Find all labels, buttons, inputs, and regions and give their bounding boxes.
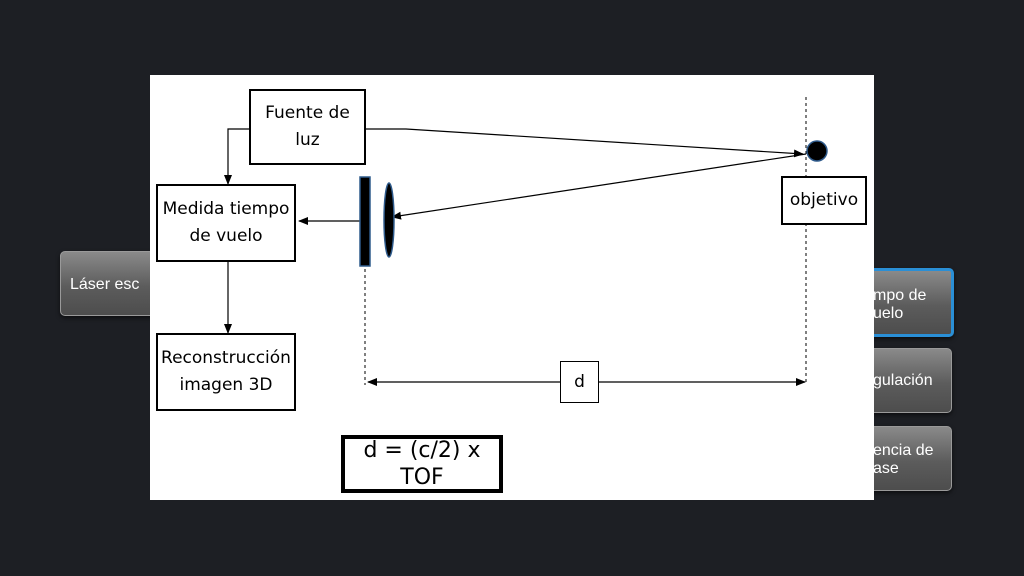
tile-label: Láser esc bbox=[70, 276, 140, 293]
distance-label: d bbox=[574, 371, 585, 392]
target-label: objetivo bbox=[789, 190, 859, 210]
time-of-flight-box: Medida tiempo de vuelo bbox=[156, 184, 296, 262]
emitted-light-arrow bbox=[366, 128, 804, 158]
source-to-measure-arrow bbox=[224, 128, 249, 185]
formula-box: d = (c/2) x TOF bbox=[341, 435, 503, 493]
reflected-light-arrow bbox=[391, 153, 807, 220]
reconstruction-box: Reconstrucción imagen 3D bbox=[156, 333, 296, 411]
diagram-slide: Fuente de luz Medida tiempo de vuelo Rec… bbox=[150, 75, 874, 500]
tile-label: gulación bbox=[873, 372, 933, 389]
tile-label: mpo de uelo bbox=[873, 287, 927, 322]
light-source-box: Fuente de luz bbox=[249, 89, 366, 165]
light-source-label: Fuente de luz bbox=[265, 103, 350, 150]
tile-label: encia de ase bbox=[873, 442, 934, 477]
diagram-connectors bbox=[224, 97, 828, 386]
sensor-plate bbox=[359, 176, 371, 267]
target-object-icon bbox=[806, 140, 828, 162]
distance-box: d bbox=[560, 361, 599, 403]
target-box: objetivo bbox=[781, 176, 867, 225]
time-of-flight-label: Medida tiempo de vuelo bbox=[162, 199, 290, 246]
reconstruction-label: Reconstrucción imagen 3D bbox=[161, 348, 291, 395]
formula-label: d = (c/2) x TOF bbox=[363, 438, 481, 490]
lens-icon bbox=[383, 182, 395, 258]
